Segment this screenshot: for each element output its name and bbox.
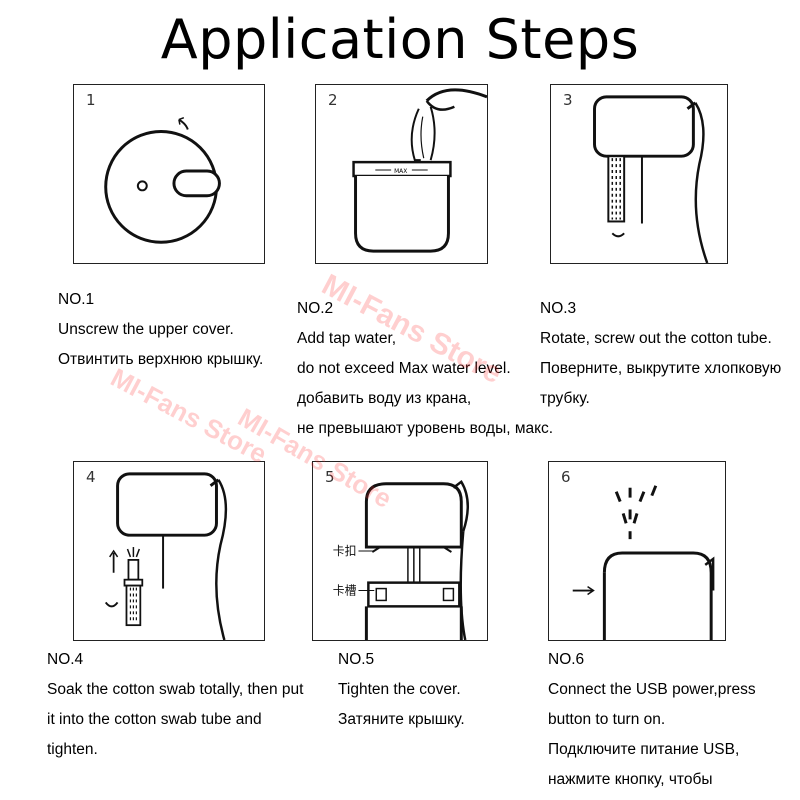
buckle-label: 卡扣 [333, 544, 357, 558]
step-2-line-3: добавить воду из крана, [297, 390, 472, 407]
page-title: Application Steps [160, 8, 640, 71]
step-5-illustration: 5 卡扣 卡槽 [312, 461, 488, 641]
step-1-label: NO.1 [58, 291, 95, 308]
step-6-line-3: Подключите питание USB, [548, 741, 740, 758]
pour-water-drawing: MAX [352, 88, 487, 253]
step-3-line-1: Rotate, screw out the cotton tube. [540, 330, 772, 347]
step-6-label: NO.6 [548, 651, 585, 668]
step-1-illustration: 1 [73, 84, 265, 264]
step-4-caption: NO.4 Soak the cotton swab totally, then … [47, 645, 303, 765]
step-6-line-2: button to turn on. [548, 711, 666, 728]
tighten-cover-drawing: 卡扣 卡槽 [333, 479, 469, 640]
slot-label: 卡槽 [333, 584, 357, 598]
step-4-line-2: it into the cotton swab tube and [47, 711, 262, 728]
step-5-line-2: Затяните крышку. [338, 711, 465, 728]
step-1-number: 1 [86, 91, 96, 109]
step-5-caption: NO.5 Tighten the cover. Затяните крышку. [338, 645, 465, 735]
step-3-line-3: трубку. [540, 390, 590, 407]
step-6-caption: NO.6 Connect the USB power,press button … [548, 645, 756, 795]
step-3-caption: NO.3 Rotate, screw out the cotton tube. … [540, 294, 781, 414]
unscrew-cotton-tube-drawing [593, 95, 709, 263]
max-level-mark: MAX [394, 168, 407, 175]
step-6-number: 6 [561, 468, 571, 486]
step-4-number: 4 [86, 468, 96, 486]
step-4-line-3: tighten. [47, 741, 98, 758]
step-5-number: 5 [325, 468, 335, 486]
cover-top-view-drawing [104, 116, 221, 244]
step-2-line-4: не превышают уровень воды, макс. [297, 420, 554, 437]
usb-power-on-drawing [572, 485, 715, 640]
step-4-illustration: 4 [73, 461, 265, 641]
step-2-line-1: Add tap water, [297, 330, 397, 347]
step-2-number: 2 [328, 91, 338, 109]
step-4-line-1: Soak the cotton swab totally, then put [47, 681, 304, 698]
step-3-line-2: Поверните, выкрутите хлопковую [540, 360, 782, 377]
step-3-illustration: 3 [550, 84, 728, 264]
step-5-line-1: Tighten the cover. [338, 681, 461, 698]
step-6-line-1: Connect the USB power,press [548, 681, 756, 698]
step-2-caption: NO.2 Add tap water, do not exceed Max wa… [297, 294, 553, 444]
step-3-label: NO.3 [540, 300, 577, 317]
step-2-line-2: do not exceed Max water level. [297, 360, 511, 377]
step-1-line-1: Unscrew the upper cover. [58, 321, 234, 338]
step-3-number: 3 [563, 91, 573, 109]
step-6-line-4: нажмите кнопку, чтобы [548, 771, 713, 788]
step-5-label: NO.5 [338, 651, 375, 668]
step-2-illustration: 2 MAX [315, 84, 488, 264]
step-1-line-2: Отвинтить верхнюю крышку. [58, 351, 264, 368]
step-4-label: NO.4 [47, 651, 84, 668]
insert-cotton-swab-drawing [104, 472, 228, 640]
step-2-label: NO.2 [297, 300, 334, 317]
step-6-illustration: 6 [548, 461, 726, 641]
step-1-caption: NO.1 Unscrew the upper cover. Отвинтить … [58, 285, 263, 375]
